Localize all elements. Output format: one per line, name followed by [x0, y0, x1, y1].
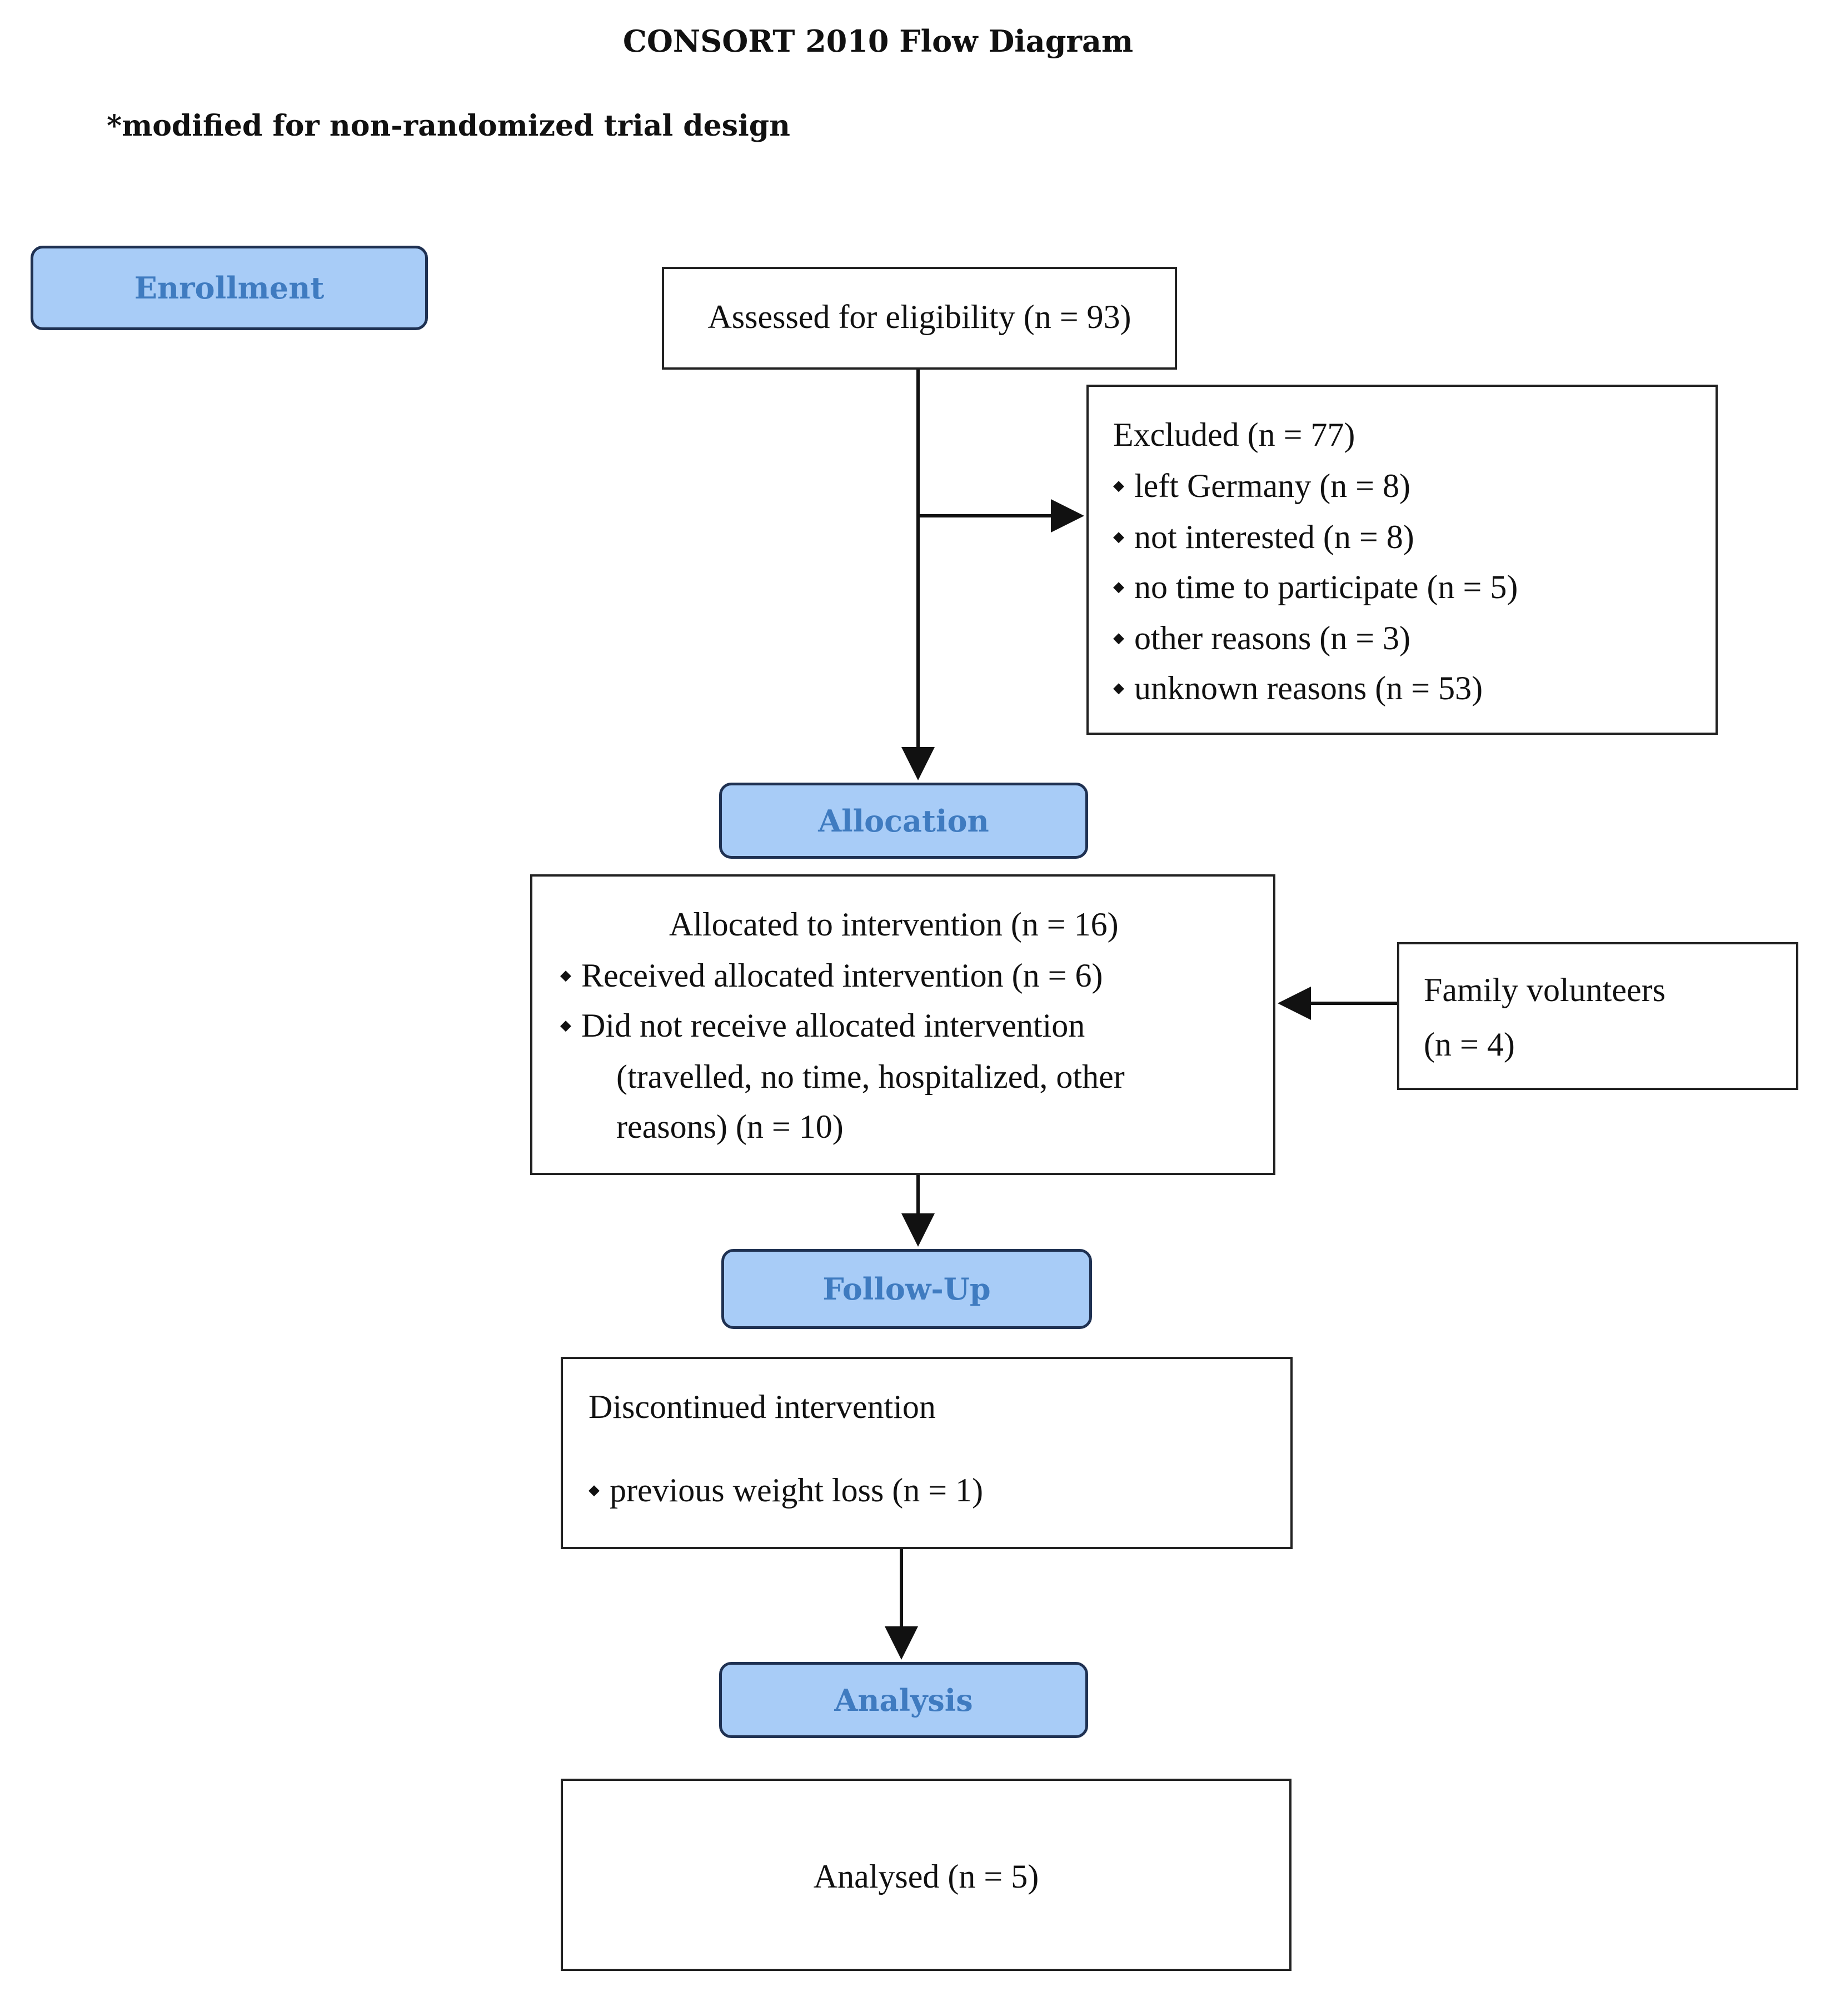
allocated-received: Received allocated intervention (n = 6) [560, 959, 1103, 992]
stage-allocation-label: Allocation [818, 803, 989, 839]
allocated-not-received: Did not receive allocated intervention [560, 1009, 1085, 1042]
stage-enrollment-label: Enrollment [134, 270, 325, 306]
stage-follow-up-label: Follow-Up [822, 1271, 991, 1307]
excluded-item: no time to participate (n = 5) [1113, 570, 1518, 604]
allocated-box: Allocated to intervention (n = 16) Recei… [530, 874, 1275, 1175]
analysed-box: Analysed (n = 5) [561, 1779, 1292, 1971]
excluded-item: other reasons (n = 3) [1113, 621, 1410, 655]
stage-analysis: Analysis [719, 1662, 1088, 1738]
family-volunteers-box: Family volunteers (n = 4) [1397, 942, 1798, 1090]
discontinued-item: previous weight loss (n = 1) [589, 1474, 983, 1507]
discontinued-box: Discontinued intervention previous weigh… [561, 1357, 1293, 1549]
diagram-title: CONSORT 2010 Flow Diagram [622, 23, 1134, 59]
discontinued-heading: Discontinued intervention [589, 1388, 936, 1425]
allocated-heading: Allocated to intervention (n = 16) [669, 906, 1119, 943]
stage-enrollment: Enrollment [31, 246, 428, 330]
analysed-text: Analysed (n = 5) [813, 1858, 1039, 1895]
stage-follow-up: Follow-Up [721, 1249, 1092, 1329]
excluded-box: Excluded (n = 77) left Germany (n = 8) n… [1086, 385, 1718, 735]
excluded-item: left Germany (n = 8) [1113, 469, 1410, 502]
family-volunteers-label: Family volunteers [1424, 972, 1666, 1008]
diagram-subtitle: *modified for non-randomized trial desig… [107, 109, 790, 143]
family-volunteers-count: (n = 4) [1424, 1026, 1515, 1063]
assessed-text: Assessed for eligibility (n = 93) [707, 298, 1131, 335]
assessed-box: Assessed for eligibility (n = 93) [662, 267, 1177, 370]
excluded-item: not interested (n = 8) [1113, 520, 1414, 554]
allocated-not-received-detail: (travelled, no time, hospitalized, other [616, 1058, 1125, 1095]
stage-analysis-label: Analysis [834, 1682, 973, 1718]
allocated-not-received-count: reasons) (n = 10) [616, 1108, 844, 1145]
excluded-item: unknown reasons (n = 53) [1113, 671, 1483, 705]
stage-allocation: Allocation [719, 783, 1088, 859]
excluded-heading: Excluded (n = 77) [1113, 416, 1355, 453]
